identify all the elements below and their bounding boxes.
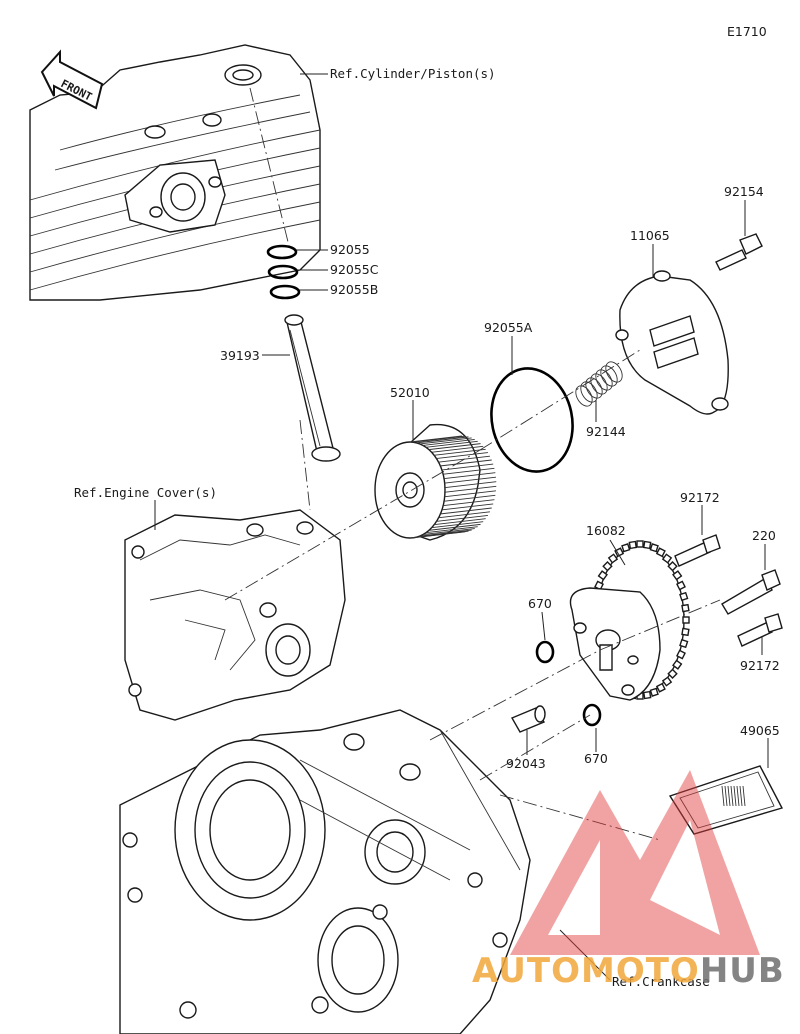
ref-engine-cover-label: Ref.Engine Cover(s) xyxy=(74,485,217,500)
bolt-92154 xyxy=(715,233,763,271)
watermark-text: AUTOMOTOHUB xyxy=(472,951,785,991)
o-ring-stack xyxy=(266,244,301,300)
engine-cover-illustration xyxy=(124,509,346,721)
dowel-pin-92043 xyxy=(510,705,546,733)
watermark-auto: AUTO xyxy=(472,951,581,991)
bolt-92172-right xyxy=(737,613,783,647)
o-ring-670-left xyxy=(535,640,555,664)
oil-pump-16082 xyxy=(569,540,690,701)
part-label-92055: 92055 xyxy=(330,242,370,257)
ref-crankcase-label: Ref.Crankcase xyxy=(612,974,710,989)
oil-filter-52010 xyxy=(374,423,497,541)
spring-92144 xyxy=(575,361,623,407)
part-label-52010: 52010 xyxy=(390,385,430,400)
oil-pipe-39193 xyxy=(284,314,341,462)
labels: E1710 Ref.Cylinder/Piston(s) 92154 11065… xyxy=(74,24,780,989)
part-label-670-bottom: 670 xyxy=(584,751,608,766)
part-label-92055C: 92055C xyxy=(330,262,379,277)
cylinder-illustration xyxy=(29,44,321,301)
part-label-92172-right: 92172 xyxy=(740,658,780,673)
part-label-670-left: 670 xyxy=(528,596,552,611)
part-label-39193: 39193 xyxy=(220,348,260,363)
part-label-92144: 92144 xyxy=(586,424,626,439)
leader-lines xyxy=(154,73,769,981)
watermark-moto: MOTO xyxy=(581,951,700,991)
part-label-92154: 92154 xyxy=(724,184,764,199)
part-label-220: 220 xyxy=(752,528,776,543)
part-label-16082: 16082 xyxy=(586,523,626,538)
gasket-49065 xyxy=(668,765,784,835)
ref-cylinder-label: Ref.Cylinder/Piston(s) xyxy=(330,66,496,81)
part-label-92055B: 92055B xyxy=(330,282,378,297)
filter-cover-11065 xyxy=(615,270,729,415)
automotohub-watermark: AUTOMOTOHUB xyxy=(472,770,785,991)
watermark-logo-icon xyxy=(510,770,760,955)
diagram-code: E1710 xyxy=(727,24,767,39)
part-label-92043: 92043 xyxy=(506,756,546,771)
bolt-92172-top xyxy=(674,534,721,567)
part-label-92055A: 92055A xyxy=(484,320,533,335)
large-o-ring-92055A xyxy=(490,367,574,473)
o-ring-670-bottom xyxy=(582,703,602,727)
part-label-92172-top: 92172 xyxy=(680,490,720,505)
crankcase-illustration xyxy=(119,709,531,1034)
bolt-220 xyxy=(721,569,781,615)
watermark-hub: HUB xyxy=(700,951,785,991)
part-label-11065: 11065 xyxy=(630,228,670,243)
part-label-49065: 49065 xyxy=(740,723,780,738)
